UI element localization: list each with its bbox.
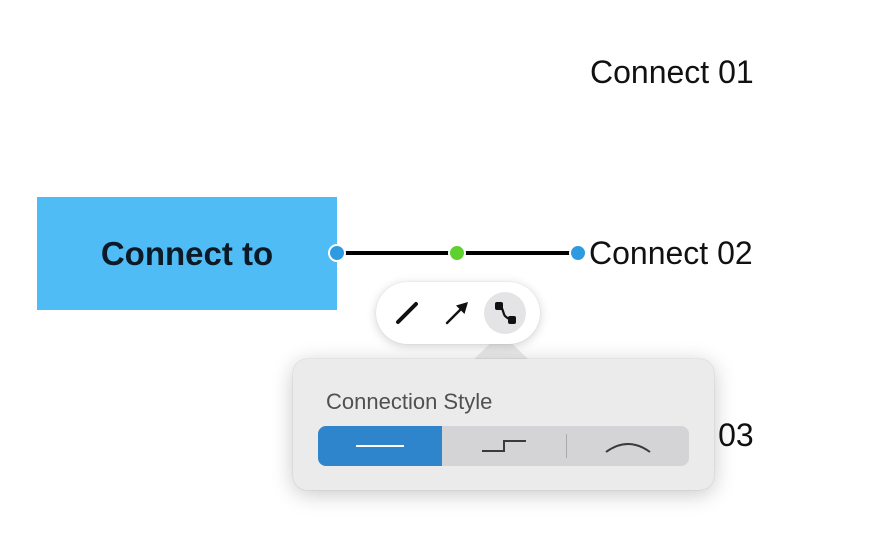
connect-to-box[interactable]: Connect to [37,197,337,310]
connector-end-handle[interactable] [569,244,587,262]
arrow-icon [445,302,468,325]
segment-divider [566,434,567,458]
curved-line-icon [604,443,651,453]
corner-style-option[interactable] [442,426,566,466]
line-icon [396,302,418,324]
straight-line-icon [356,445,404,447]
connect-02-label[interactable]: Connect 02 [589,235,753,271]
connector-mid-handle[interactable] [448,244,466,262]
straight-style-option[interactable] [318,426,442,466]
connection-style-button[interactable] [484,292,526,334]
arrow-button[interactable] [436,292,478,334]
curved-style-option[interactable] [566,426,689,466]
connect-to-text: Connect to [100,234,274,272]
connection-style-segmented-control [318,426,689,466]
connection-style-icon [495,302,516,324]
connect-01-label[interactable]: Connect 01 [590,54,754,90]
popover-title: Connection Style [326,389,493,414]
line-button[interactable] [386,292,428,334]
connection-toolbar [376,282,540,344]
connection-style-popover: Connection Style [293,359,714,490]
connector-start-handle[interactable] [328,244,346,262]
corner-line-icon [482,440,526,452]
